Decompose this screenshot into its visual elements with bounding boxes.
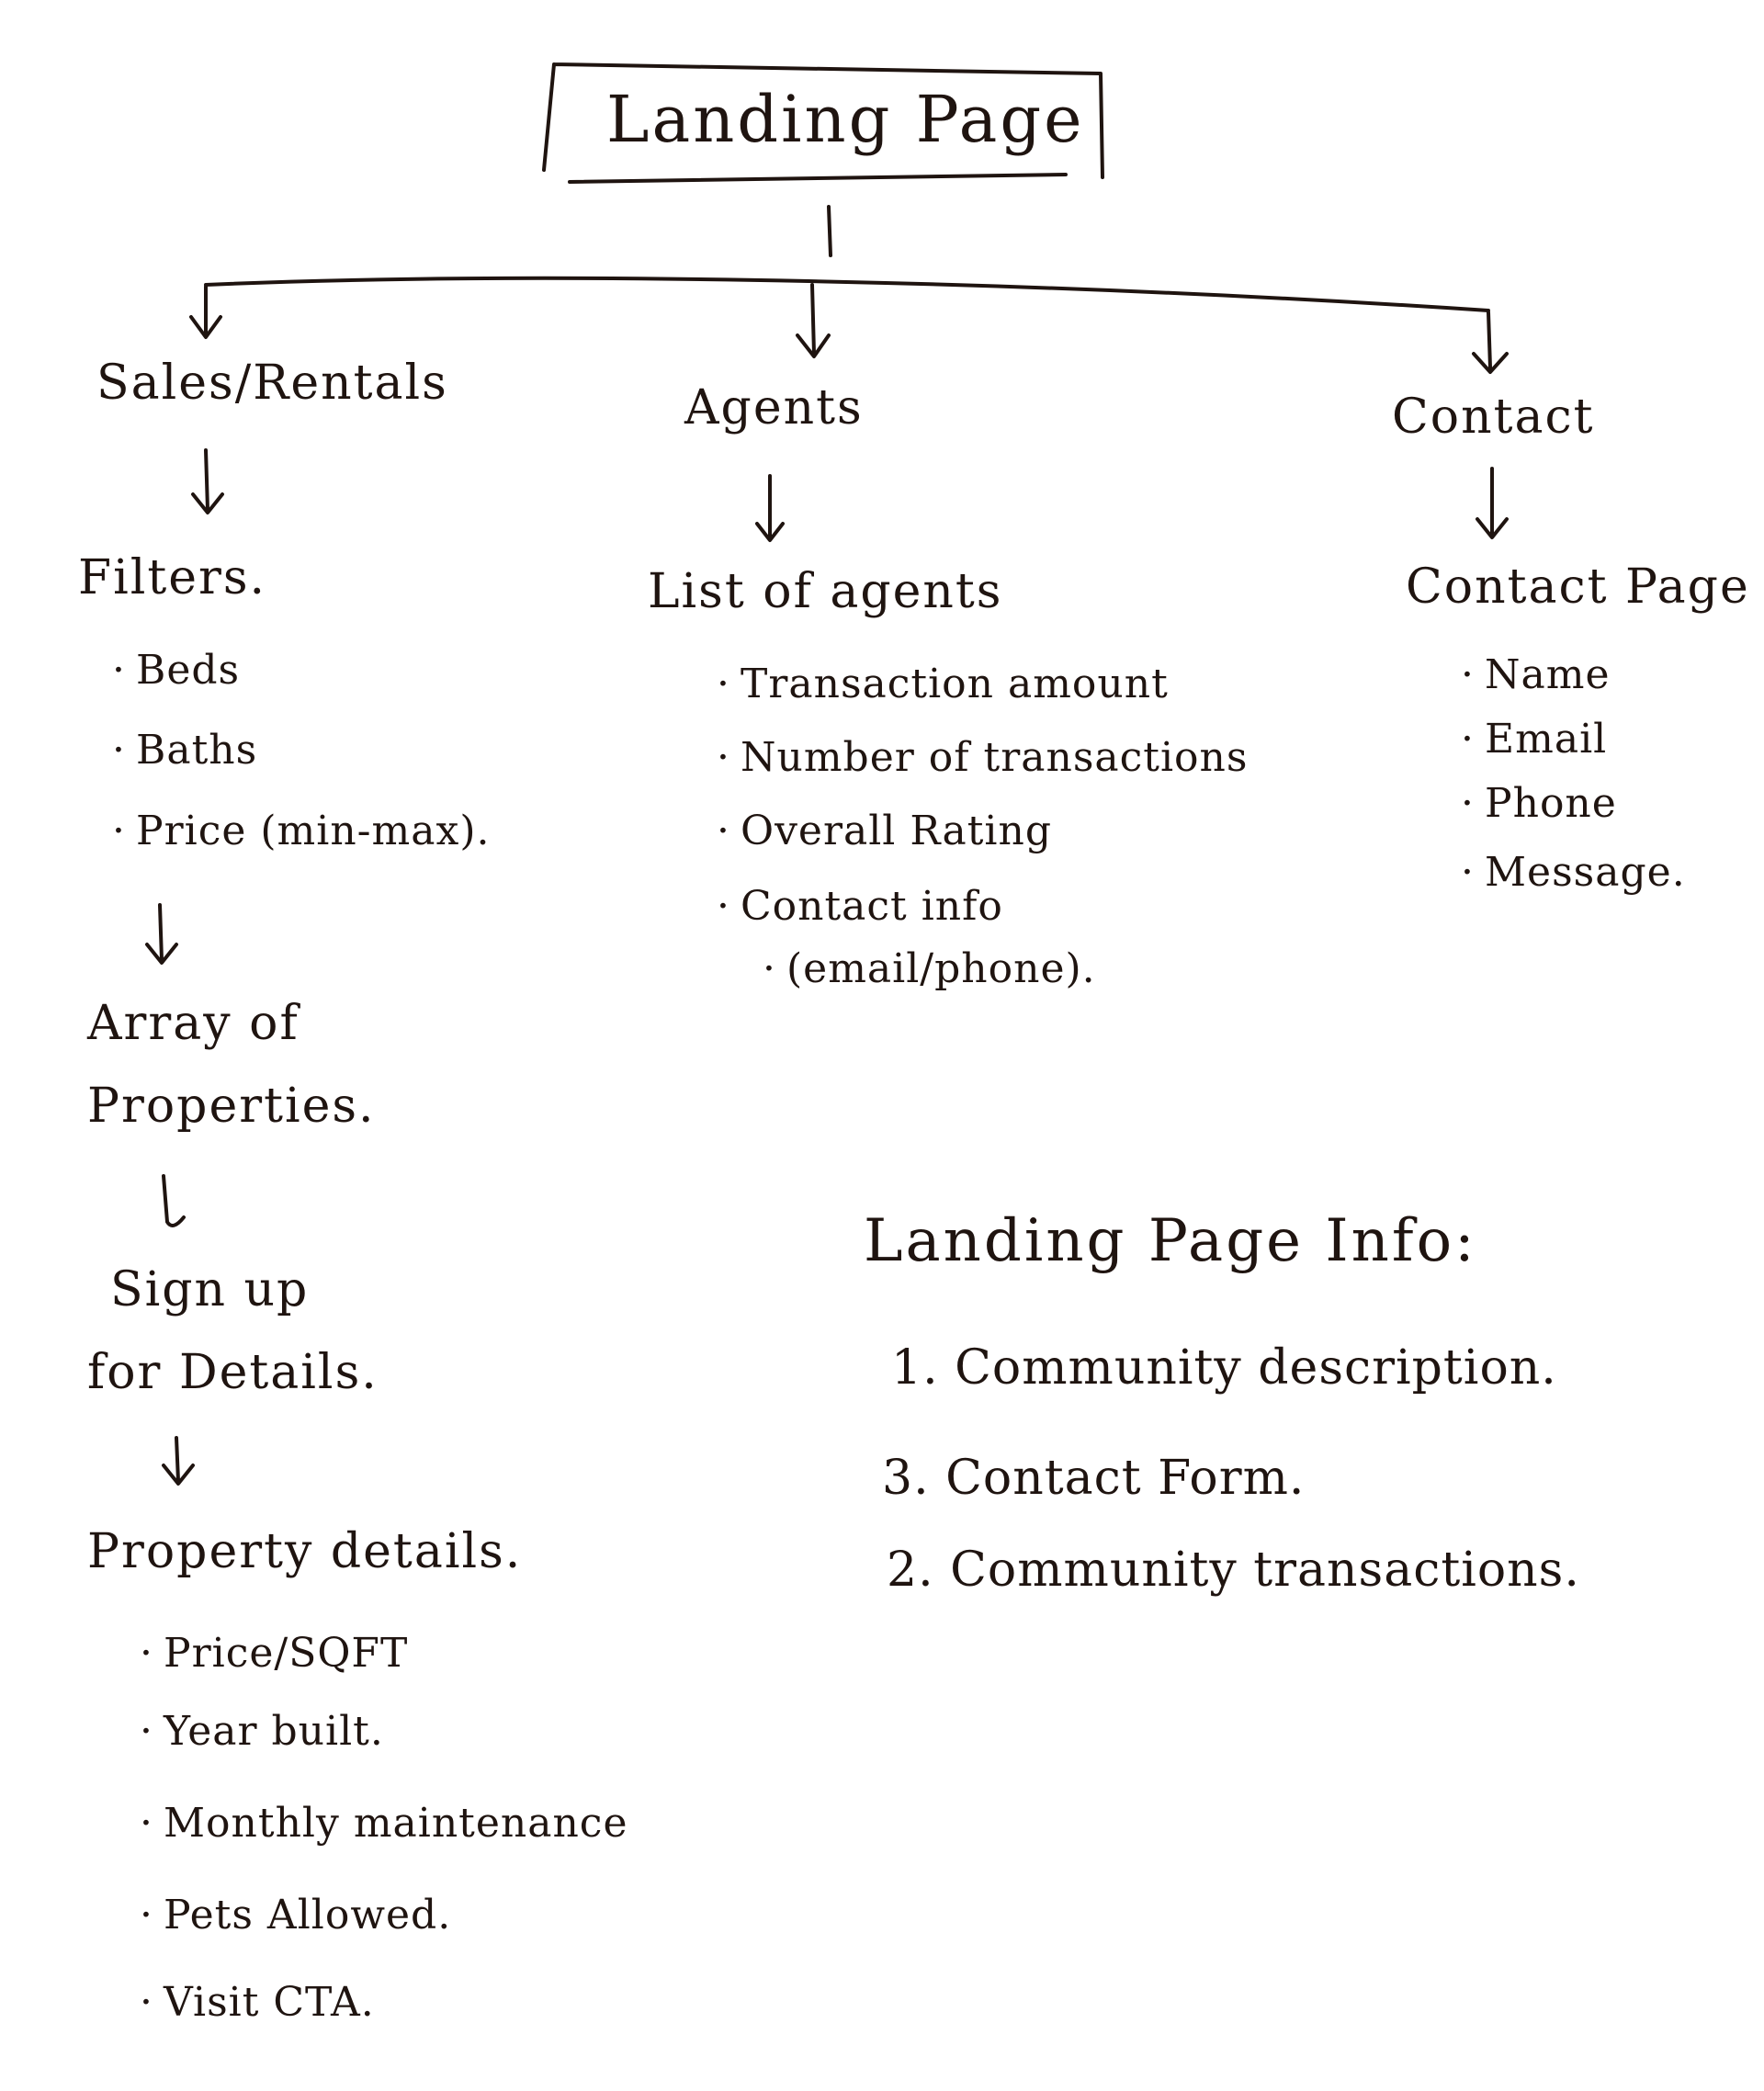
signup-heading-line1: Sign up — [110, 1262, 310, 1317]
arrow-to-sales — [189, 285, 222, 339]
signup-heading-line2: for Details. — [87, 1345, 379, 1400]
arrow-contact-to-page — [1476, 467, 1509, 539]
agent-item-overall-rating: Overall Rating — [717, 808, 1052, 855]
info-item-community-description: 1. Community description. — [891, 1340, 1557, 1396]
arrow-to-contact — [1472, 311, 1509, 374]
agent-item-number-of-transactions: Number of transactions — [717, 734, 1248, 782]
agent-item-transaction-amount: Transaction amount — [717, 661, 1169, 708]
arrow-sales-to-filters — [191, 448, 224, 514]
detail-item-monthly-maintenance: Monthly maintenance — [140, 1800, 628, 1848]
contact-item-message: Message. — [1461, 849, 1686, 897]
contact-item-email: Email — [1461, 716, 1607, 763]
detail-item-price-sqft: Price/SQFT — [140, 1630, 408, 1678]
arrow-signup-to-details — [162, 1436, 195, 1486]
filter-item-price: Price (min-max). — [112, 808, 490, 855]
info-item-contact-form: 3. Contact Form. — [882, 1451, 1306, 1506]
filter-item-beds: Beds — [112, 647, 240, 695]
info-item-community-transactions: 2. Community transactions. — [887, 1543, 1580, 1598]
branch-agents: Agents — [684, 380, 864, 435]
arrow-to-agents — [796, 283, 831, 358]
detail-item-year-built: Year built. — [140, 1708, 384, 1756]
property-details-heading: Property details. — [87, 1524, 523, 1579]
root-down-arrow — [827, 205, 832, 257]
branch-sales-rentals: Sales/Rentals — [96, 356, 448, 411]
array-heading-line1: Array of — [87, 996, 300, 1051]
arrow-agents-to-list — [755, 474, 785, 542]
contact-item-name: Name — [1461, 651, 1611, 699]
root-node-landing-page: Landing Page — [606, 82, 1085, 157]
filters-heading: Filters. — [78, 550, 267, 605]
branch-line — [204, 276, 1490, 312]
detail-item-pets-allowed: Pets Allowed. — [140, 1892, 451, 1939]
agent-item-contact-info-sub: (email/phone). — [763, 945, 1096, 993]
detail-item-visit-cta: Visit CTA. — [140, 1979, 375, 2027]
arrow-filters-to-array — [145, 903, 178, 965]
contact-item-phone: Phone — [1461, 780, 1617, 828]
root-box — [542, 62, 1104, 184]
branch-contact: Contact — [1392, 390, 1595, 445]
array-heading-line2: Properties. — [87, 1079, 376, 1134]
arrow-array-to-signup — [162, 1174, 186, 1227]
contact-page-heading: Contact Page — [1406, 559, 1750, 615]
list-of-agents-heading: List of agents — [648, 564, 1003, 619]
landing-page-info-heading: Landing Page Info: — [864, 1207, 1477, 1275]
filter-item-baths: Baths — [112, 727, 257, 774]
agent-item-contact-info: Contact info — [717, 883, 1003, 931]
